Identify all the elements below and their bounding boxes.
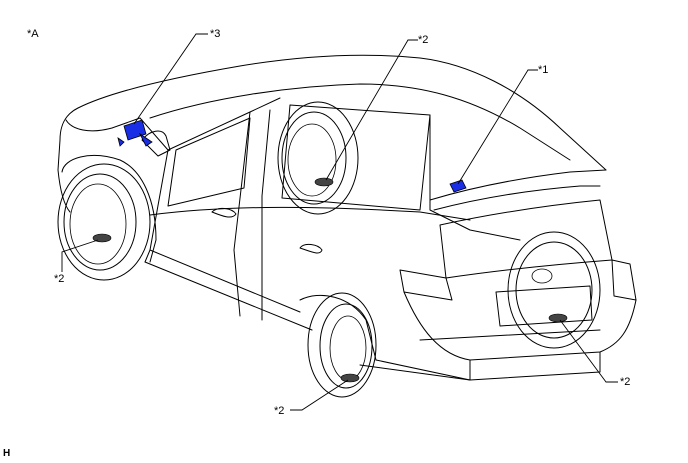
callout-2-bottom: *2 <box>274 405 285 417</box>
tpms-receiver <box>449 179 467 193</box>
tpms-sensor-front-right <box>314 177 334 187</box>
figure-code: H <box>3 448 11 459</box>
callout-3: *3 <box>210 28 221 40</box>
callout-2-left: *2 <box>54 273 65 285</box>
callout-2-top: *2 <box>418 34 429 46</box>
tpms-sensor-spare <box>548 313 568 323</box>
view-label: *A <box>27 28 39 40</box>
tpms-sensor-rear-left <box>340 373 360 383</box>
rear-left-wheel <box>307 292 377 398</box>
front-left-wheel <box>57 163 151 281</box>
leader-lines <box>61 33 618 411</box>
front-right-wheel <box>277 101 359 215</box>
tpms-ecu <box>117 119 153 147</box>
spare-wheel <box>507 231 601 349</box>
callout-2-right: *2 <box>620 376 631 388</box>
callout-1: *1 <box>538 64 549 76</box>
car-body <box>57 54 637 381</box>
